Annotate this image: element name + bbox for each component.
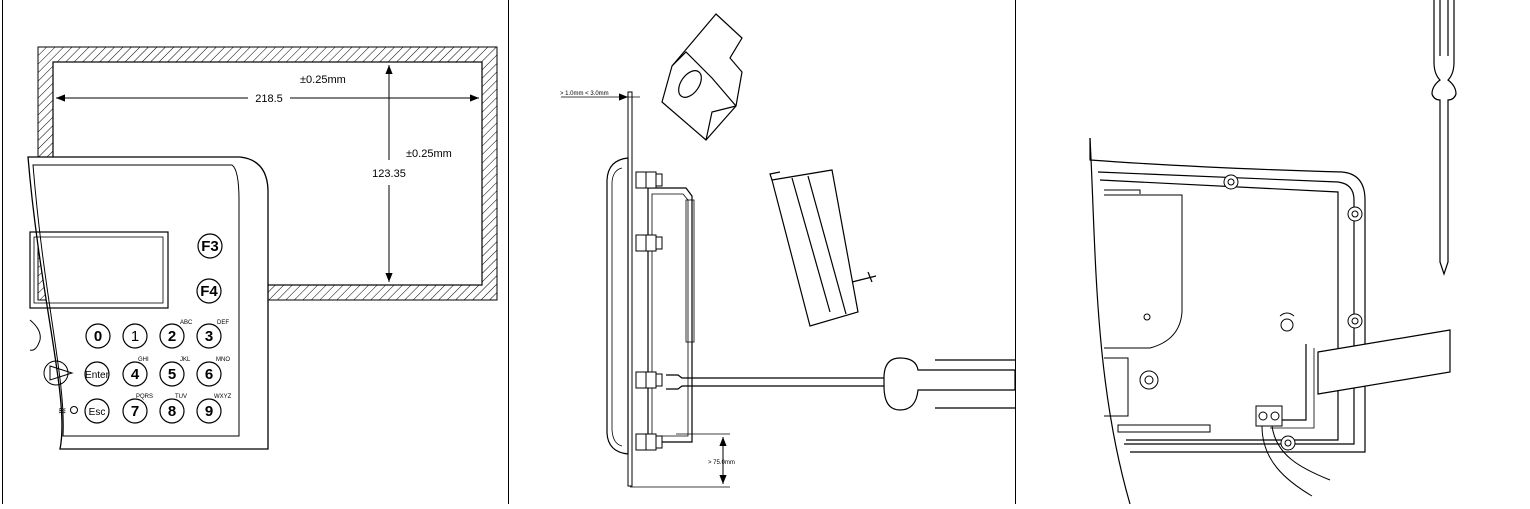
screw-icon — [1280, 435, 1296, 451]
clip-1 — [635, 171, 663, 189]
clip-2 — [635, 234, 663, 252]
svg-text:TUV: TUV — [175, 394, 187, 400]
svg-text:5: 5 — [168, 366, 176, 383]
key-4: 4 GHI — [122, 357, 149, 387]
key-6: 6 MNO — [196, 357, 230, 387]
svg-text:4: 4 — [131, 366, 140, 383]
height-value: 123.35 — [372, 168, 406, 180]
svg-text:F4: F4 — [200, 283, 218, 300]
screwdriver-icon — [666, 357, 1016, 411]
rear-housing — [1089, 137, 1366, 505]
device-front: ≋ — [27, 156, 269, 450]
key-9: 9 WXYZ — [196, 394, 232, 424]
svg-text:6: 6 — [205, 366, 213, 383]
svg-text:3: 3 — [205, 328, 213, 345]
screwdriver-vertical-icon — [1431, 0, 1457, 276]
svg-text:JKL: JKL — [180, 357, 191, 363]
svg-text:Enter: Enter — [85, 370, 110, 381]
mounting-clips — [635, 171, 663, 451]
thickness-label: > 1.0mm < 3.0mm — [560, 91, 609, 97]
key-3: 3 DEF — [196, 320, 229, 349]
key-0: 0 — [85, 323, 111, 349]
key-7: 7 PQRS — [122, 394, 153, 424]
svg-text:F3: F3 — [201, 238, 219, 255]
clip-3 — [635, 371, 663, 389]
panel-mounting: > 1.0mm < 3.0mm — [560, 13, 1016, 488]
svg-text:8: 8 — [168, 403, 176, 420]
svg-text:≋: ≋ — [58, 406, 66, 417]
clearance-label: > 75.0mm — [708, 460, 735, 466]
screw-icon — [1347, 313, 1363, 329]
mounting-bracket-icon — [769, 169, 877, 327]
key-5: 5 JKL — [159, 357, 191, 387]
width-value: 218.5 — [255, 93, 283, 105]
svg-text:PQRS: PQRS — [136, 394, 153, 400]
rear-screws — [1139, 174, 1363, 451]
key-f4: F4 — [196, 278, 222, 304]
screw-icon — [1347, 206, 1363, 222]
ribbon-cable — [1270, 329, 1451, 429]
key-8: 8 TUV — [159, 394, 187, 424]
lock-led-icon: ≋ — [58, 406, 78, 417]
screw-icon — [1223, 174, 1239, 190]
svg-text:DEF: DEF — [217, 320, 229, 326]
device-bezel-side — [606, 157, 629, 455]
key-1: 1 — [122, 323, 148, 349]
panel-frames — [2, 0, 1016, 504]
svg-text:0: 0 — [94, 328, 102, 345]
screw-icon — [1139, 370, 1159, 390]
height-dimension: 123.35 ±0.25mm — [372, 65, 452, 282]
clearance-dimension: > 75.0mm — [630, 433, 735, 488]
rear-inner-plate — [1104, 189, 1211, 433]
svg-text:Esc: Esc — [89, 407, 106, 418]
thickness-dimension: > 1.0mm < 3.0mm — [560, 91, 640, 101]
keypad: F3 F4 0 1 2 ABC 3 DEF — [84, 233, 232, 424]
lcd-display — [29, 231, 169, 309]
width-dimension: 218.5 ±0.25mm — [56, 74, 479, 105]
svg-text:2: 2 — [168, 328, 176, 345]
loose-clip-icon — [661, 13, 743, 141]
width-tolerance: ±0.25mm — [300, 74, 346, 86]
clip-4 — [635, 433, 663, 451]
svg-text:WXYZ: WXYZ — [214, 394, 232, 400]
device-housing-side — [647, 187, 695, 443]
svg-text:ABC: ABC — [180, 320, 193, 326]
panel-cutout: 218.5 ±0.25mm 123.35 ±0.25mm ≋ — [27, 46, 498, 450]
power-knob-icon — [43, 360, 74, 386]
panel-rear — [1089, 0, 1457, 505]
svg-text:9: 9 — [205, 403, 213, 420]
terminal-block-icon — [1255, 405, 1331, 497]
rotation-symbol-icon — [1279, 312, 1295, 332]
svg-text:1: 1 — [131, 328, 139, 345]
key-esc: Esc — [84, 398, 110, 424]
key-f3: F3 — [197, 233, 223, 259]
svg-text:GHI: GHI — [138, 357, 149, 363]
svg-text:MNO: MNO — [216, 357, 230, 363]
height-tolerance: ±0.25mm — [406, 148, 452, 160]
svg-text:7: 7 — [131, 403, 139, 420]
key-2: 2 ABC — [159, 320, 193, 349]
key-enter: Enter — [84, 361, 110, 387]
